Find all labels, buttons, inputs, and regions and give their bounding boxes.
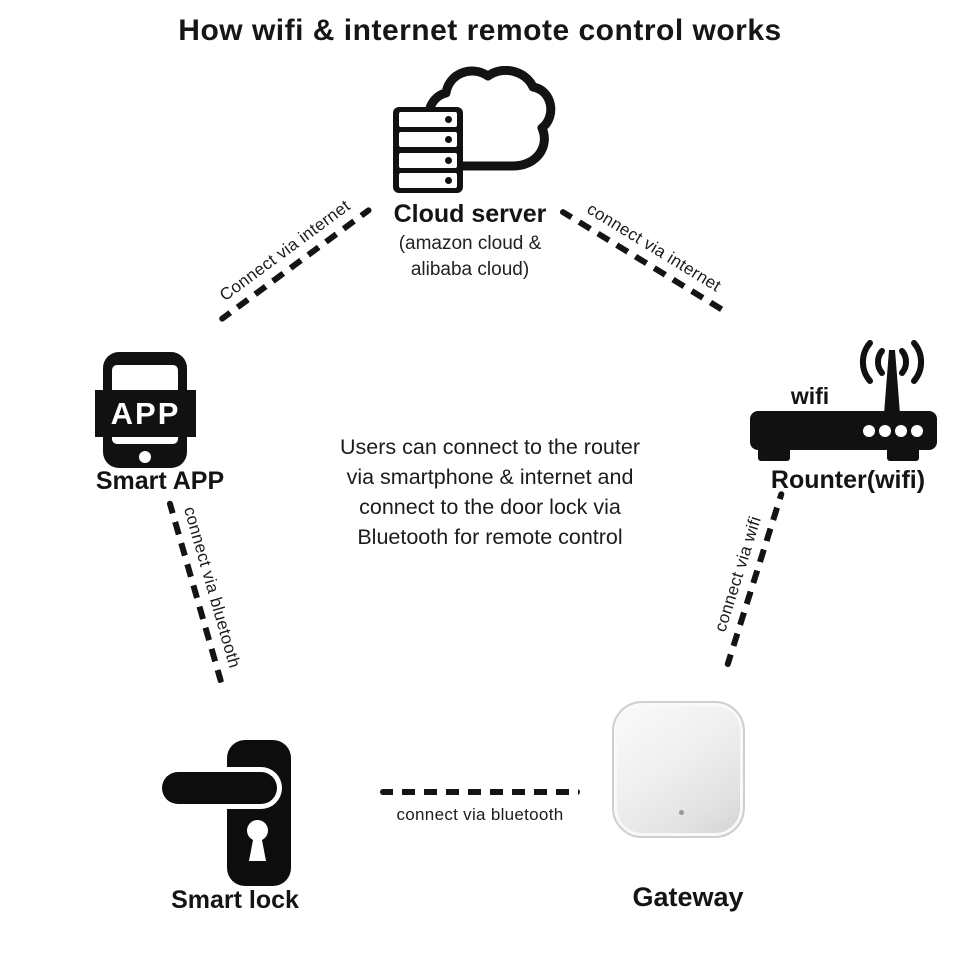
router-foot [758,449,790,461]
connector-app-to-lock: connect via bluetooth [166,500,244,685]
connector-label: connect via bluetooth [396,805,564,824]
home-button-dot [139,451,151,463]
smart-lock-label: Smart lock [171,886,299,914]
dashed-line [558,208,731,317]
gateway-led-dot [679,810,684,815]
cloud-server-label: Cloud server [393,200,547,228]
server-slot [399,132,457,148]
app-badge: APP [95,390,196,437]
connector-label: Connect via internet [216,196,354,305]
keyhole-icon [247,820,268,841]
description-line: Bluetooth for remote control [357,525,623,549]
description-line: connect to the door lock via [359,495,621,519]
router-led-dot [911,424,923,437]
router-led-dot [879,424,891,437]
gateway-label: Gateway [632,882,744,912]
connector-cloud-to-router: connect via internet [558,199,731,317]
connector-app-to-cloud: Connect via internet [216,196,373,323]
server-slot-dot [445,116,452,123]
door-lock-icon [227,740,291,886]
server-slot-dot [445,156,452,164]
gateway-device-image [612,701,745,838]
center-description: Users can connect to the router via smar… [290,432,690,552]
connector-gateway-to-router: connect via wifi [711,490,786,668]
router-label: Rounter(wifi) [770,466,926,494]
server-slot [399,172,457,188]
keyhole-wedge [249,836,266,861]
description-line: via smartphone & internet and [346,465,634,489]
connector-lock-to-gateway: connect via bluetooth [380,789,580,824]
antenna-wifi-waves-icon [859,340,925,414]
smart-app-label: Smart APP [95,467,225,495]
server-rack-icon [393,107,463,193]
diagram-title: How wifi & internet remote control works [178,14,782,47]
dashed-line [380,789,580,795]
server-slot-dot [445,176,452,184]
smartphone-icon: APP [95,352,196,468]
router-led-dot [895,424,907,437]
description-line: Users can connect to the router [340,435,640,459]
connector-label: connect via internet [583,199,725,296]
cloud-server-sublabel-1: (amazon cloud & [398,233,542,254]
server-slot [399,112,457,127]
server-slot [399,152,457,168]
cloud-server-sublabel-2: alibaba cloud) [410,259,530,280]
router-icon [750,411,937,450]
lock-handle [162,772,277,804]
router-foot [887,449,919,461]
router-led-dot [863,424,875,437]
dashed-line [218,206,373,323]
wifi-caption: wifi [790,383,830,409]
server-slot-dot [445,136,452,144]
